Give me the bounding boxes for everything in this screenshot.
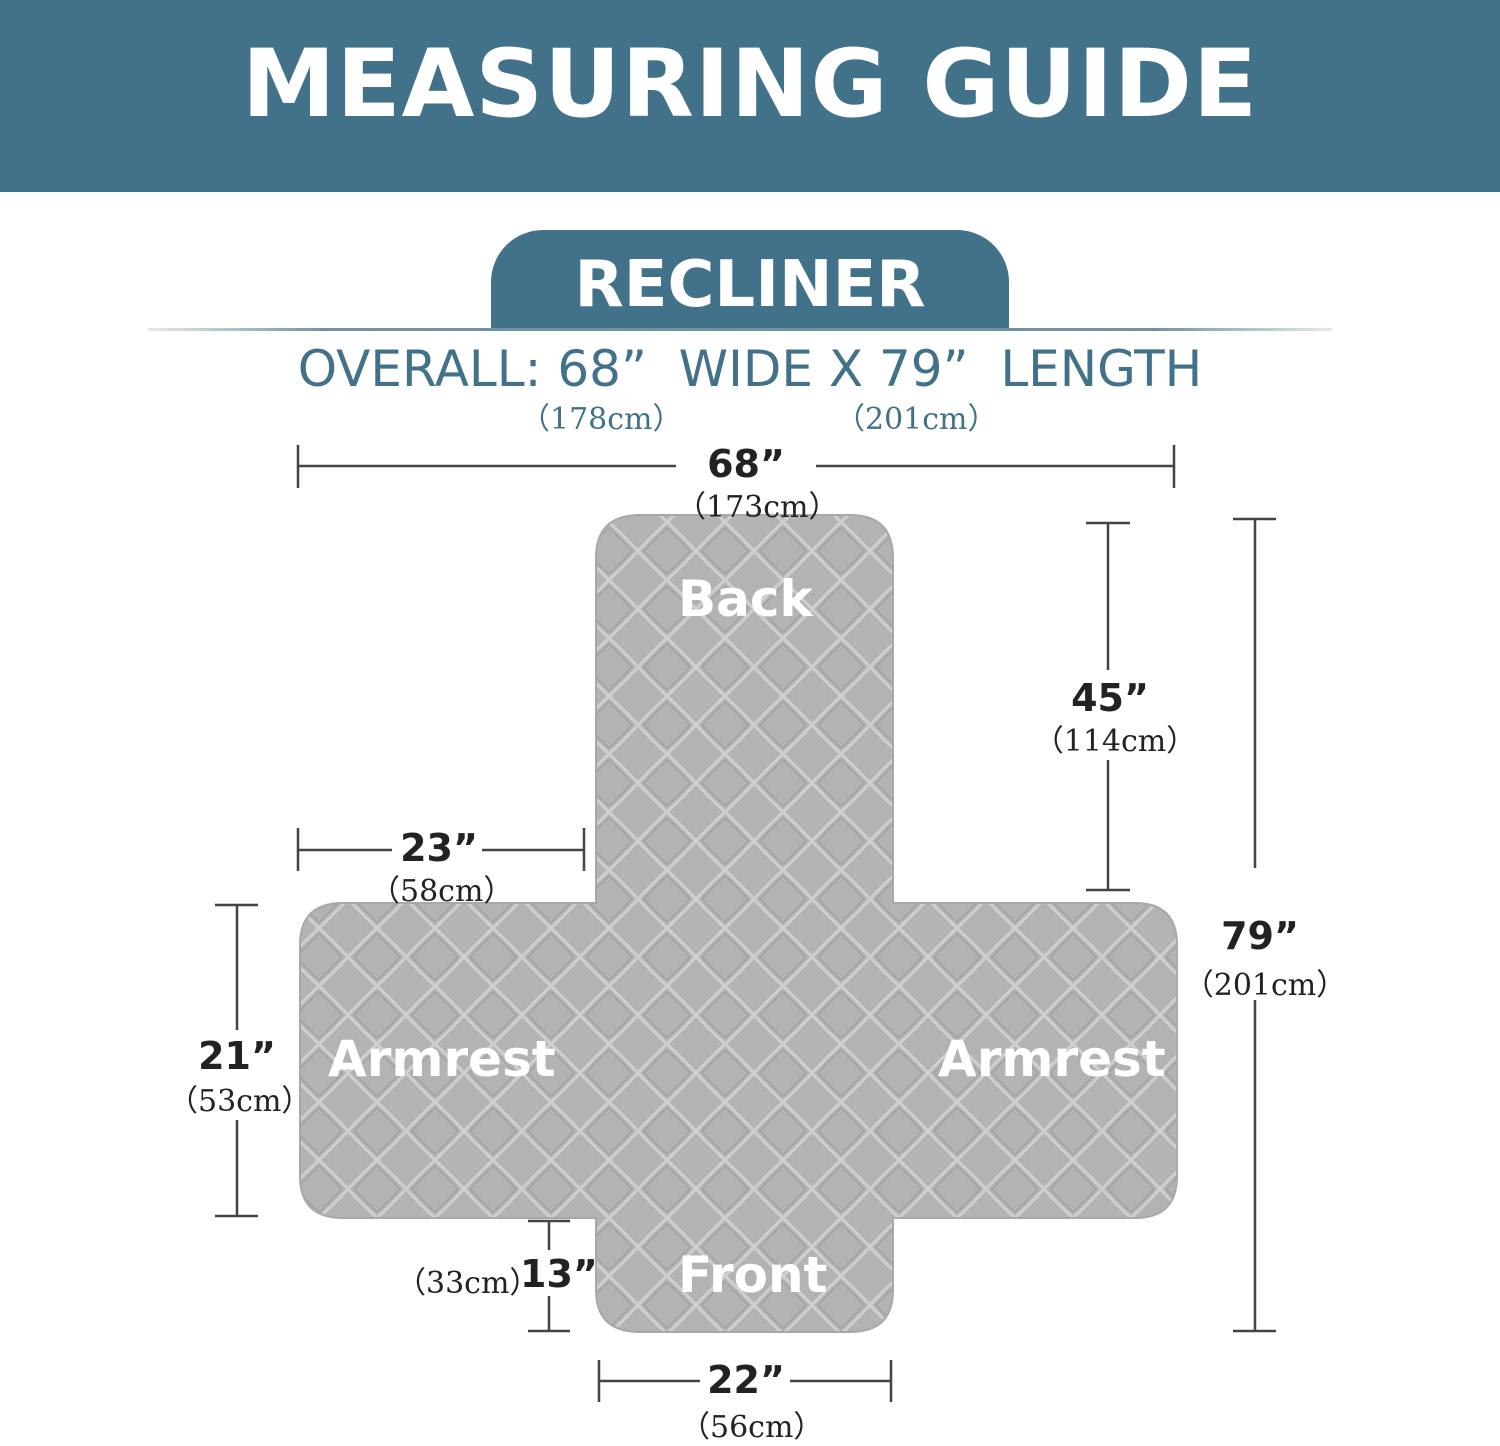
overall-width-cm: （178cm） [520, 402, 683, 437]
total-length-cm: （201cm） [1183, 968, 1347, 1003]
total-width-cm: （173cm） [676, 490, 839, 525]
overall-length: 79” [879, 340, 969, 398]
back-length-in: 45” [1071, 676, 1149, 720]
overall-width: 68” [557, 340, 647, 398]
armrest-length-cm: （53cm） [168, 1084, 312, 1119]
front-length-in: 13” [520, 1252, 598, 1296]
part-armrest-right-label: Armrest [938, 1030, 1166, 1088]
back-length-cm: （114cm） [1033, 724, 1197, 759]
part-armrest-left-label: Armrest [328, 1030, 556, 1088]
page-title: MEASURING GUIDE [241, 30, 1259, 139]
part-front-label: Front [678, 1246, 828, 1304]
divider [148, 328, 1332, 331]
armrest-width-in: 23” [400, 826, 478, 870]
armrest-width-cm: （58cm） [370, 874, 514, 909]
dimension-lines [215, 445, 1276, 1402]
armrest-length-in: 21” [198, 1034, 276, 1078]
overall-middle: WIDE X [646, 340, 879, 398]
section-tab [491, 230, 1009, 330]
cover-shape [299, 514, 1178, 1333]
total-width-in: 68” [707, 442, 785, 486]
overall-length-cm: （201cm） [835, 402, 998, 437]
overall-size: OVERALL: 68” WIDE X 79” LENGTH [0, 340, 1500, 398]
overall-prefix: OVERALL: [297, 340, 558, 398]
front-length-cm: （33cm） [396, 1266, 540, 1301]
header-band [0, 0, 1500, 192]
front-width-cm: （56cm） [680, 1410, 824, 1445]
section-label: RECLINER [574, 248, 926, 322]
overall-suffix: LENGTH [968, 340, 1203, 398]
front-width-in: 22” [707, 1358, 785, 1402]
total-length-in: 79” [1221, 914, 1299, 958]
part-back-label: Back [678, 570, 813, 628]
